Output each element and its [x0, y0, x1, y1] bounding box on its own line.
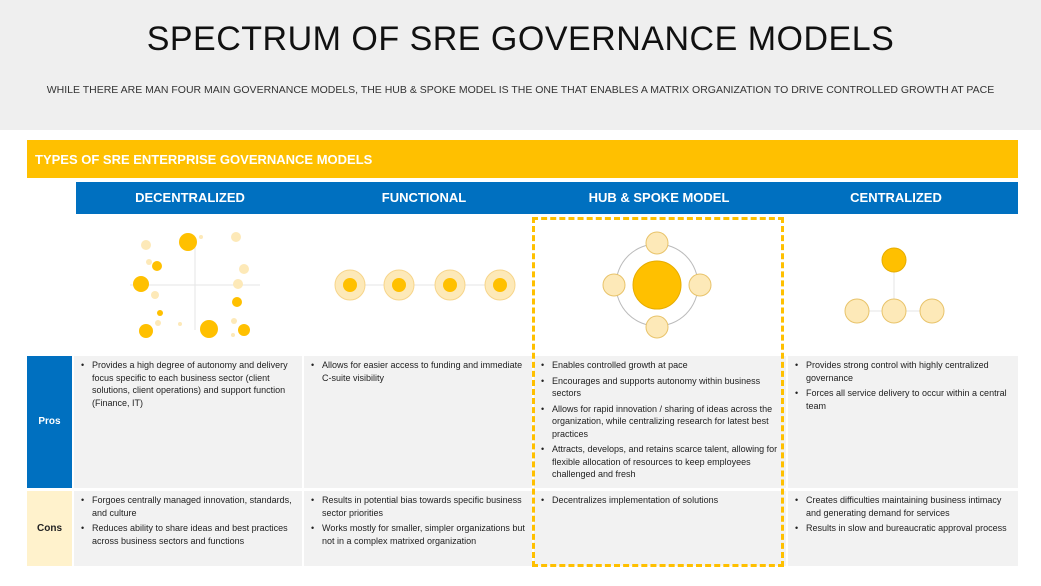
pros-item: Provides strong control with highly cent… [792, 359, 1014, 384]
pros-item: Enables controlled growth at pace [538, 359, 782, 372]
pros-item: Allows for rapid innovation / sharing of… [538, 403, 782, 441]
cons-row-label: Cons [27, 491, 72, 566]
header-area: SPECTRUM OF SRE GOVERNANCE MODELS WHILE … [0, 0, 1041, 130]
column-header-centralized: CENTRALIZED [774, 182, 1018, 214]
pros-item: Allows for easier access to funding and … [308, 359, 528, 384]
section-band: TYPES OF SRE ENTERPRISE GOVERNANCE MODEL… [27, 140, 1018, 178]
pros-item: Provides a high degree of autonomy and d… [78, 359, 298, 409]
cons-cell-centralized: Creates difficulties maintaining busines… [788, 491, 1018, 566]
functional-diagram [334, 269, 516, 301]
cons-item: Reduces ability to share ideas and best … [78, 522, 298, 547]
cons-item: Works mostly for smaller, simpler organi… [308, 522, 528, 547]
cons-item: Results in potential bias towards specif… [308, 494, 528, 519]
cons-item: Decentralizes implementation of solution… [538, 494, 782, 507]
cons-item: Results in slow and bureaucratic approva… [792, 522, 1014, 535]
section-title: TYPES OF SRE ENTERPRISE GOVERNANCE MODEL… [35, 152, 373, 167]
column-header-decentralized: DECENTRALIZED [76, 182, 304, 214]
pros-item: Attracts, develops, and retains scarce t… [538, 443, 782, 481]
pros-cell-hub-spoke: Enables controlled growth at pace Encour… [534, 356, 786, 488]
hub-spoke-highlight-frame [532, 217, 784, 567]
pros-item: Forces all service delivery to occur wit… [792, 387, 1014, 412]
centralized-diagram [844, 247, 945, 324]
pros-cell-decentralized: Provides a high degree of autonomy and d… [74, 356, 302, 488]
pros-item: Encourages and supports autonomy within … [538, 375, 782, 400]
column-header-hub-spoke: HUB & SPOKE MODEL [544, 182, 774, 214]
pros-cell-functional: Allows for easier access to funding and … [304, 356, 532, 488]
page-subtitle: WHILE THERE ARE MAN FOUR MAIN GOVERNANCE… [46, 84, 995, 96]
cons-item: Creates difficulties maintaining busines… [792, 494, 1014, 519]
pros-row-label: Pros [27, 356, 72, 488]
cons-cell-decentralized: Forgoes centrally managed innovation, st… [74, 491, 302, 566]
pros-cell-centralized: Provides strong control with highly cent… [788, 356, 1018, 488]
hub-spoke-diagram [602, 231, 712, 339]
cons-item: Forgoes centrally managed innovation, st… [78, 494, 298, 519]
cons-cell-functional: Results in potential bias towards specif… [304, 491, 532, 566]
page-title: SPECTRUM OF SRE GOVERNANCE MODELS [146, 20, 895, 58]
column-header-functional: FUNCTIONAL [304, 182, 544, 214]
decentralized-diagram [130, 232, 260, 338]
cons-cell-hub-spoke: Decentralizes implementation of solution… [534, 491, 786, 566]
